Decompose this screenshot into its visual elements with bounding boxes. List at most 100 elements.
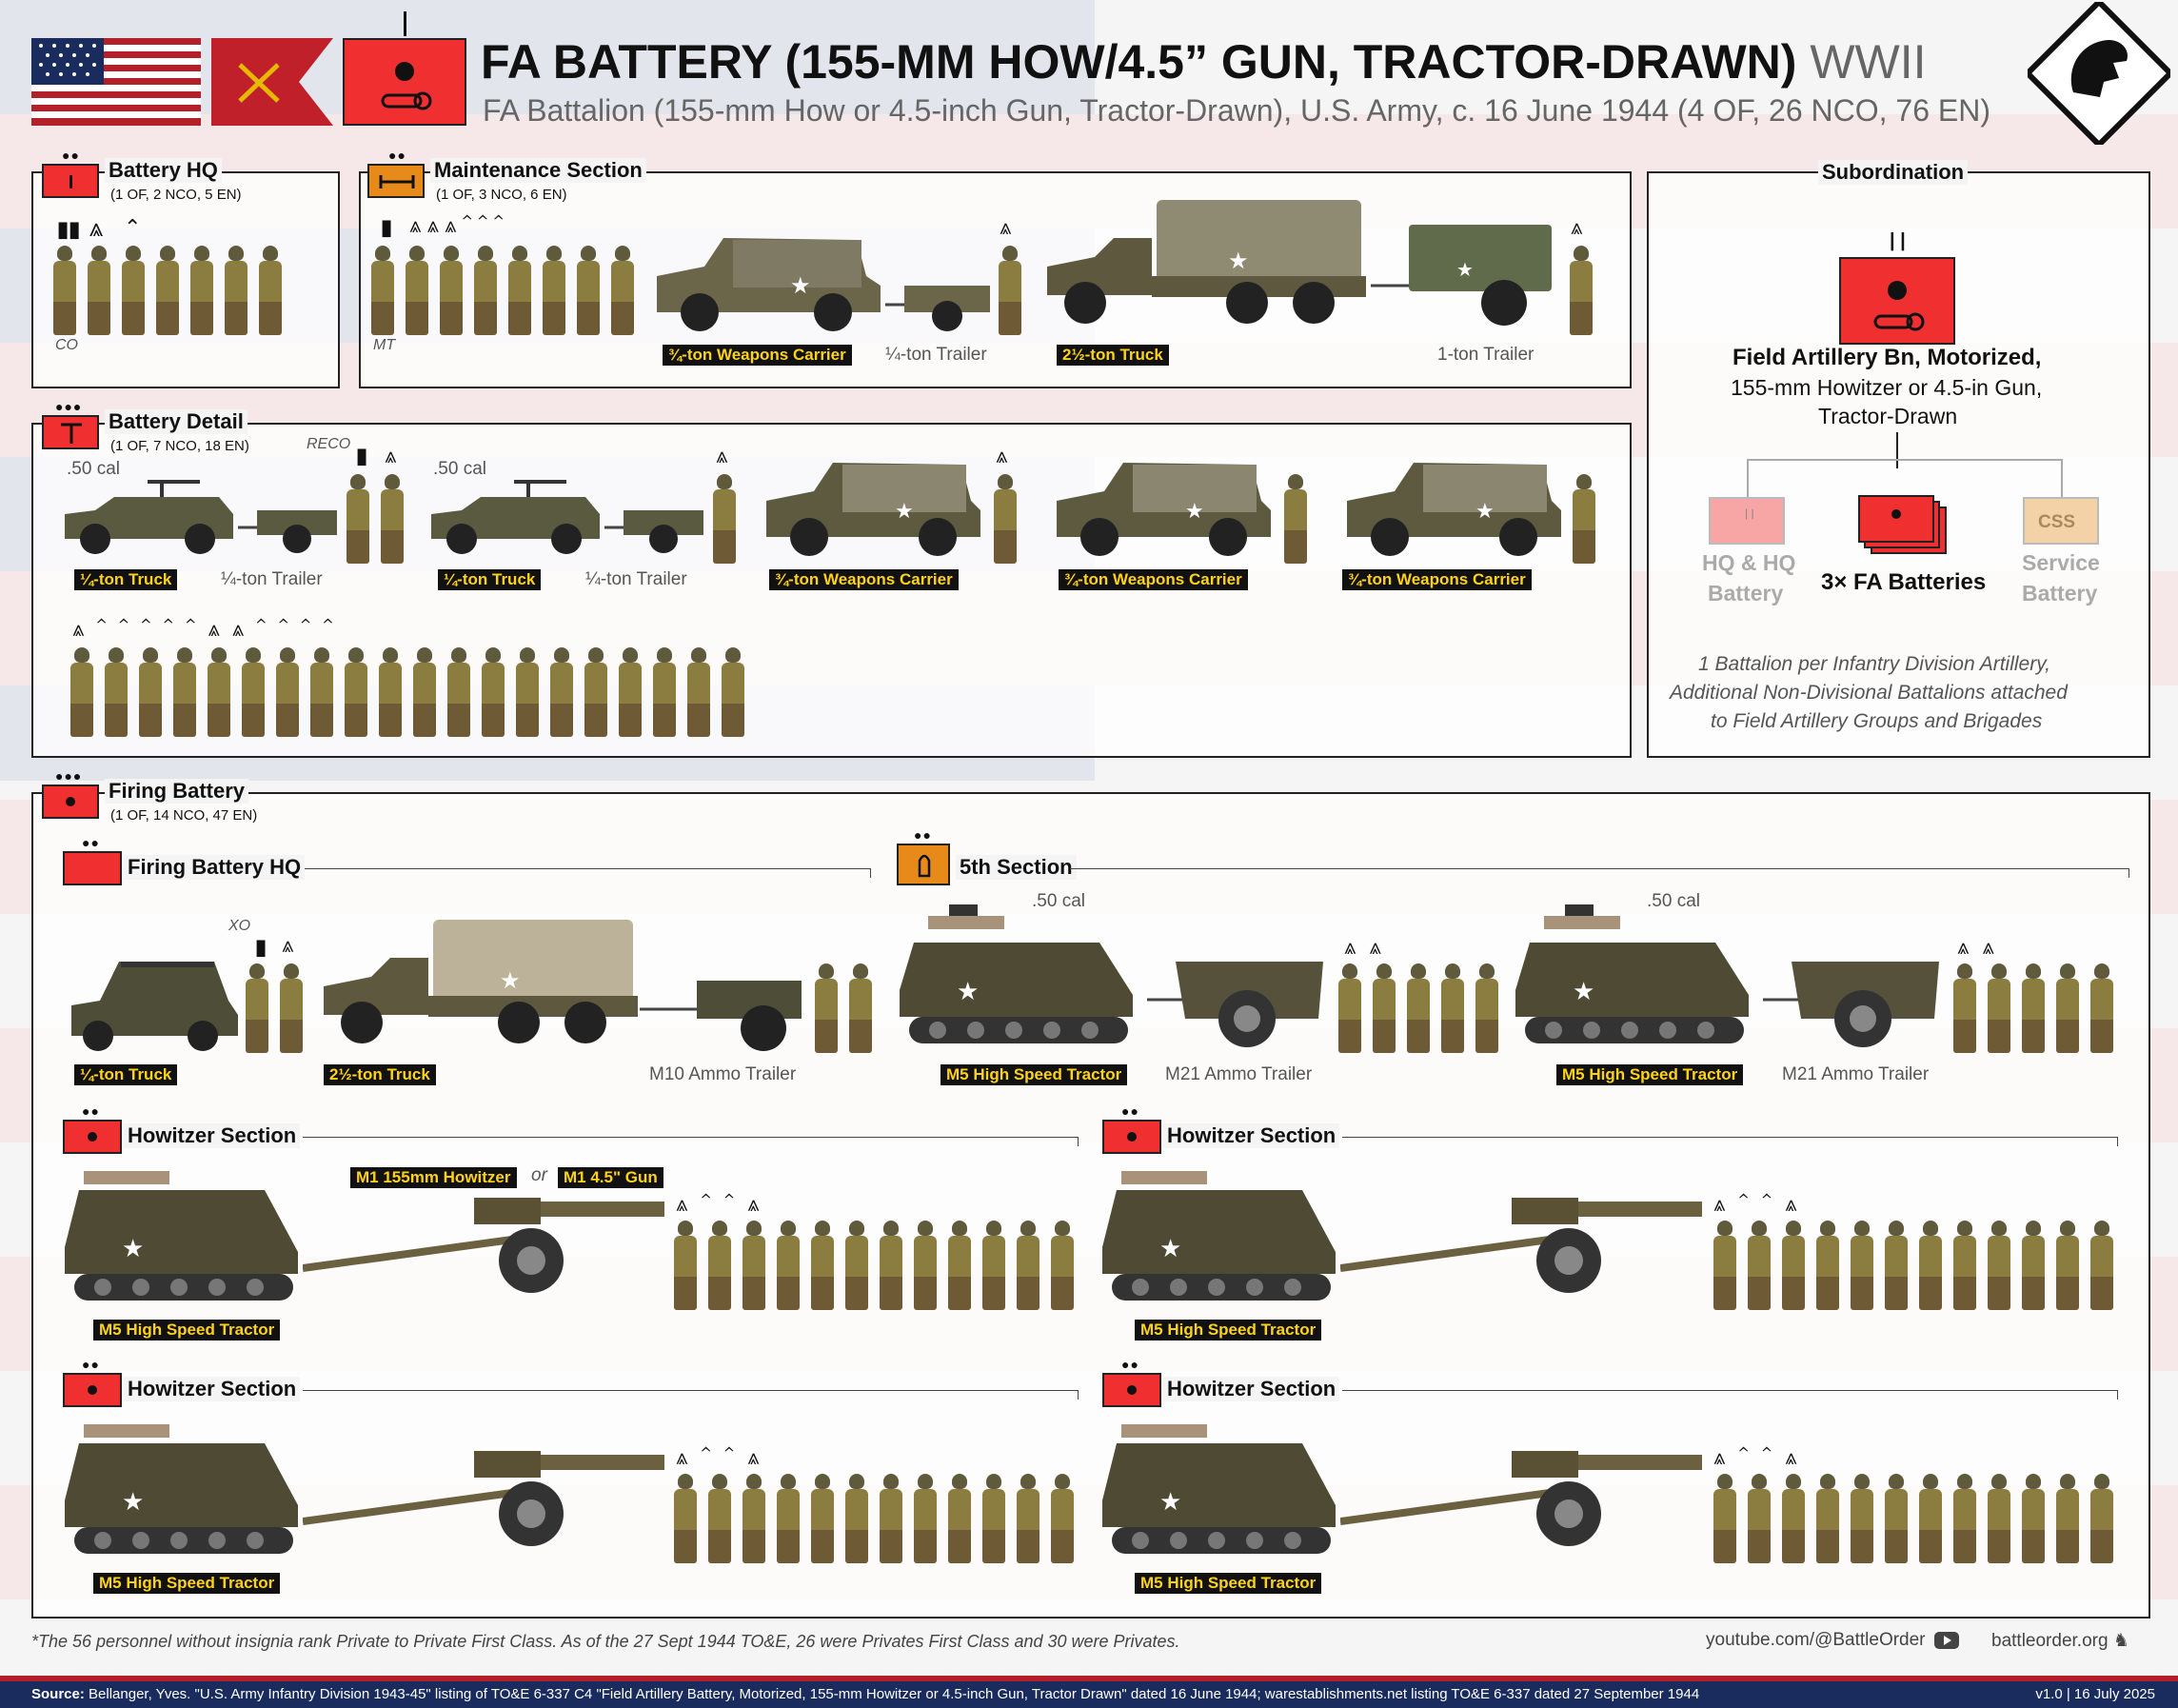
- howitzer-section-symbol-icon: [63, 1373, 122, 1407]
- maintenance-title: Maintenance Section: [430, 158, 646, 183]
- howitzer-icon: [1340, 1198, 1702, 1293]
- howitzer-section-title: Howitzer Section: [124, 1377, 301, 1401]
- horse-icon: ♞: [2112, 1631, 2129, 1651]
- svg-text:★: ★: [1456, 260, 1474, 281]
- maintenance-personnel: [367, 246, 638, 337]
- fifth-section-symbol-icon: [897, 844, 950, 885]
- lieutenant-insignia-icon: ▮: [255, 935, 267, 959]
- svg-text:★: ★: [500, 968, 521, 994]
- weapons-carrier-icon: ★: [657, 238, 881, 331]
- us-flag-icon: [31, 38, 201, 126]
- quarter-ton-truck-icon: [431, 480, 600, 554]
- hq-battery-symbol-icon: | |: [1709, 497, 1785, 545]
- svg-text:★: ★: [122, 1234, 144, 1262]
- m5-tractor-icon: ★: [900, 904, 1133, 1043]
- corporal-insignia-icon: ⩓: [716, 444, 728, 467]
- quarter-ton-truck-icon: [65, 480, 233, 554]
- corporal-insignia-icon: ⩓: [1000, 215, 1012, 239]
- battery-symbol-icon: [343, 11, 466, 126]
- first-sergeant-insignia-icon: ⩓: [89, 213, 104, 242]
- svg-text:★: ★: [895, 499, 914, 523]
- youtube-link[interactable]: youtube.com/@BattleOrder: [1706, 1630, 1959, 1651]
- sergeant-insignia-icon: ⩓: [282, 933, 294, 957]
- battery-hq-panel: [31, 171, 340, 388]
- label-weapons-carrier: ¾-ton Weapons Carrier: [663, 345, 852, 366]
- service-battery-symbol-icon: CSS: [2023, 497, 2099, 545]
- svg-text:★: ★: [1573, 977, 1594, 1005]
- fifth-section-title: 5th Section: [956, 855, 1077, 880]
- quarter-ton-trailer-icon: [885, 286, 990, 331]
- sergeant-insignia-icon: ⩓⌃⌃⩓: [1713, 1192, 1811, 1216]
- m5-tractor-icon: ★: [1515, 904, 1749, 1043]
- two-half-ton-truck-icon: ★: [1047, 200, 1366, 324]
- battalion-symbol-icon: [1839, 257, 1955, 345]
- sergeant-insignia-icon: ⩓ ⩓ ⩓ ⌃ ⌃ ⌃: [409, 213, 504, 237]
- corporal-insignia-icon: ⩓: [1571, 215, 1583, 239]
- howitzer-section-symbol-icon: [1102, 1373, 1161, 1407]
- svg-text:★: ★: [1228, 248, 1249, 274]
- svg-text:★: ★: [790, 273, 811, 299]
- howitzer-section-symbol-icon: [63, 1120, 122, 1154]
- howitzer-icon: [303, 1451, 664, 1546]
- source-bar: Source: Bellanger, Yves. "U.S. Army Infa…: [0, 1681, 2178, 1708]
- firing-battery-symbol-icon: [42, 784, 99, 819]
- howitzer-section-symbol-icon: [1102, 1120, 1161, 1154]
- sergeant-insignia-icon: ⩓⌃⌃⩓: [676, 1192, 773, 1216]
- m5-tractor-icon: ★: [65, 1171, 298, 1301]
- howitzer-section-title: Howitzer Section: [1163, 1377, 1340, 1401]
- weapons-carrier-icon: ★: [1347, 463, 1561, 556]
- site-link[interactable]: battleorder.org ♞: [1991, 1631, 2129, 1651]
- battery-detail-personnel: [67, 647, 748, 739]
- captain-insignia-icon: ▮▮: [57, 217, 81, 241]
- battery-hq-personnel: [50, 246, 286, 337]
- svg-text:★: ★: [1185, 499, 1204, 523]
- m5-tractor-icon: ★: [1102, 1171, 1336, 1301]
- howitzer-section-title: Howitzer Section: [1163, 1123, 1340, 1148]
- m21-ammo-trailer-icon: [1763, 962, 1939, 1047]
- battery-hq-symbol-icon: [42, 164, 99, 198]
- svg-text:★: ★: [1475, 499, 1495, 523]
- m10-ammo-trailer-icon: [640, 981, 802, 1051]
- svg-text:★: ★: [1159, 1234, 1181, 1262]
- m5-tractor-icon: ★: [1102, 1424, 1336, 1554]
- m21-ammo-trailer-icon: [1147, 962, 1323, 1047]
- corporal-insignia-icon: ⌃: [124, 215, 142, 239]
- firing-battery-hq-title: Firing Battery HQ: [124, 855, 306, 880]
- howitzer-section-title: Howitzer Section: [124, 1123, 301, 1148]
- two-half-ton-truck-icon: ★: [324, 920, 638, 1043]
- sergeant-insignia-icon: ⩓: [385, 444, 397, 467]
- sergeant-insignia-icon: ⩓⩓: [1344, 935, 1395, 959]
- quarter-ton-trailer-icon: [604, 510, 703, 553]
- quarter-ton-trailer-icon: [238, 510, 337, 553]
- page-title: FA BATTERY (155-MM HOW/4.5” GUN, TRACTOR…: [481, 35, 1927, 89]
- sergeant-insignia-icon: ⩓⌃⌃⩓: [1713, 1445, 1811, 1469]
- weapons-carrier-icon: ★: [766, 463, 980, 556]
- label-two-half-ton-truck: 2½-ton Truck: [1057, 345, 1169, 366]
- battery-hq-title: Battery HQ: [105, 158, 222, 183]
- svg-text:★: ★: [957, 977, 979, 1005]
- footnote: *The 56 personnel without insignia rank …: [31, 1632, 1180, 1651]
- sergeant-insignia-icon: ⩓⌃⌃⩓: [676, 1445, 773, 1469]
- quarter-ton-truck-icon: [71, 962, 238, 1051]
- howitzer-icon: [303, 1198, 664, 1293]
- battery-detail-title: Battery Detail: [105, 409, 248, 434]
- corporal-insignia-icon: ⩓: [996, 444, 1008, 467]
- battery-detail-symbol-icon: [42, 415, 99, 449]
- youtube-icon: [1933, 1631, 1959, 1649]
- sergeant-insignia-icon: ⩓⌃⌃⌃⌃⌃⩓⩓⌃⌃⌃⌃: [72, 617, 346, 641]
- page-subtitle: FA Battalion (155-mm How or 4.5-inch Gun…: [483, 93, 1990, 128]
- m5-tractor-icon: ★: [65, 1424, 298, 1554]
- howitzer-icon: [1340, 1451, 1702, 1546]
- one-ton-trailer-icon: ★: [1371, 225, 1552, 326]
- svg-text:★: ★: [1159, 1487, 1181, 1516]
- artillery-guidon-icon: [211, 38, 333, 126]
- sergeant-insignia-icon: ⩓⩓: [1957, 935, 2008, 959]
- battleorder-logo-icon: [2028, 2, 2170, 145]
- firing-battery-hq-symbol-icon: [63, 851, 122, 885]
- maintenance-symbol-icon: [367, 164, 425, 198]
- subordination-title: Subordination: [1818, 160, 1969, 185]
- lieutenant-insignia-icon: ▮: [356, 444, 368, 467]
- lieutenant-insignia-icon: ▮: [381, 215, 393, 239]
- svg-text:★: ★: [122, 1487, 144, 1516]
- firing-battery-title: Firing Battery: [105, 779, 249, 804]
